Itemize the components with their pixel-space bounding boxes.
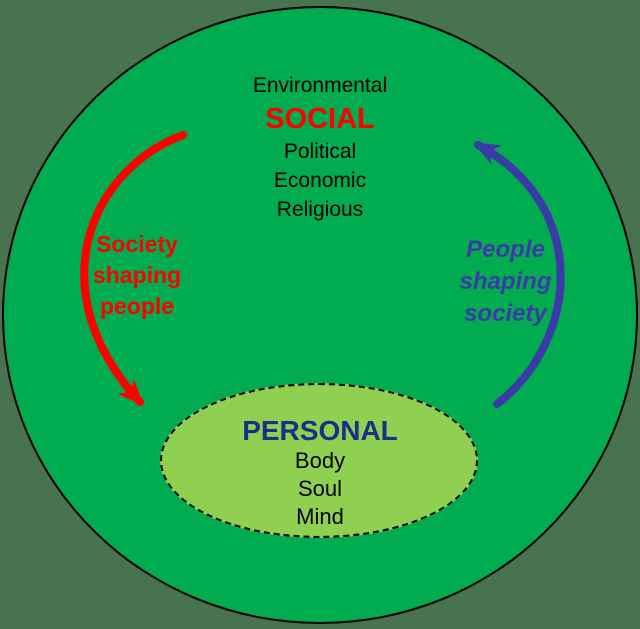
mind-label: Mind	[296, 504, 344, 529]
society-shaping-people-label: Society shaping people	[62, 229, 212, 322]
economic-label: Economic	[273, 169, 367, 192]
society-shaping-people-line2: shaping	[92, 262, 182, 288]
political-label: Political	[283, 140, 357, 163]
society-shaping-people-line1: Society	[96, 231, 178, 257]
people-shaping-society-line1: People	[466, 236, 545, 263]
social-text-block: Environmental SOCIAL Political Economic …	[170, 70, 470, 224]
people-shaping-society-line3: society	[464, 300, 547, 327]
people-shaping-society-line2: shaping	[459, 268, 552, 295]
soul-label: Soul	[297, 476, 343, 501]
society-shaping-people-arrow	[80, 131, 187, 406]
personal-ellipse	[160, 383, 478, 538]
people-shaping-society-label: People shaping society	[428, 234, 583, 330]
religious-label: Religious	[276, 198, 364, 221]
social-title: SOCIAL	[265, 103, 375, 135]
environmental-label: Environmental	[252, 74, 388, 97]
society-shaping-people-line3: people	[99, 293, 175, 319]
body-label: Body	[294, 448, 346, 473]
personal-title: PERSONAL	[242, 415, 398, 446]
people-shaping-society-arrow	[473, 141, 565, 408]
personal-text-block: PERSONAL Body Soul Mind	[195, 414, 445, 531]
